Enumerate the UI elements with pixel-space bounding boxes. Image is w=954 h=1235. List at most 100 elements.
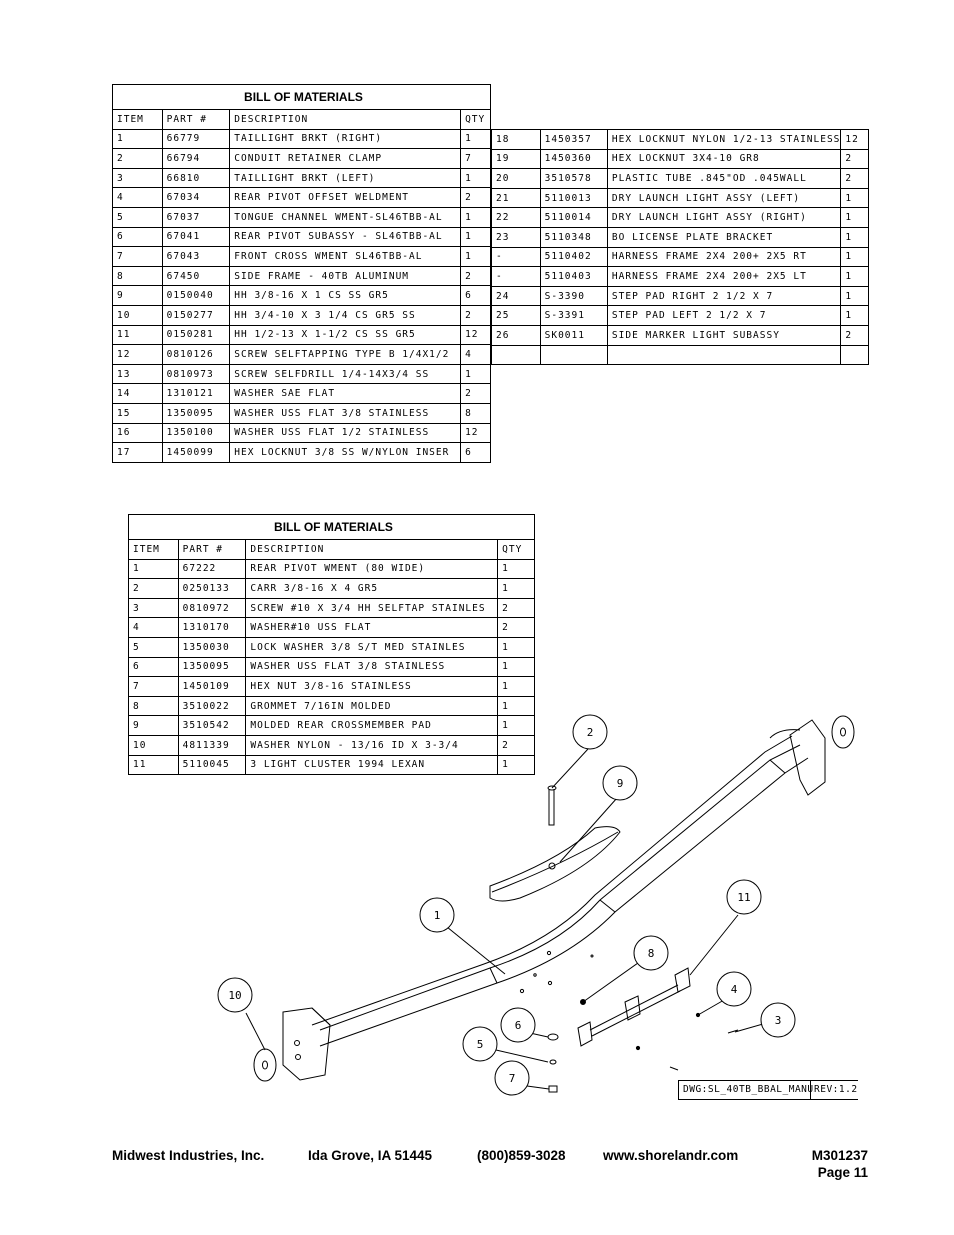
cell-description: REAR PIVOT WMENT (80 WIDE) xyxy=(245,558,499,580)
rev-label: REV:1.2 xyxy=(814,1081,858,1099)
cell-part-number: S-3391 xyxy=(539,305,608,326)
balloon-label: 4 xyxy=(731,983,738,996)
cell-qty: 1 xyxy=(460,363,491,385)
cell-description: WASHER#10 USS FLAT xyxy=(245,617,499,638)
footer-website[interactable]: www.shorelandr.com xyxy=(603,1148,739,1163)
cell-part-number: 3510578 xyxy=(539,168,608,189)
cell-item: 7 xyxy=(112,246,163,267)
cell-qty: 12 xyxy=(460,324,491,346)
cell-qty: 2 xyxy=(460,383,491,404)
drawing-number-box: DWG:SL_40TB_BBAL_MANUAL REV:1.2 xyxy=(678,1080,858,1100)
cell-part-number: 67034 xyxy=(161,187,231,208)
cell-qty: 6 xyxy=(460,442,491,463)
cell-description: HEX LOCKNUT 3/8 SS W/NYLON INSER xyxy=(229,442,462,463)
cell-qty: 12 xyxy=(460,422,491,444)
washer-uss-flat xyxy=(547,1033,559,1041)
cell-part-number: 5110403 xyxy=(539,266,608,287)
col-header-qty: QTY xyxy=(460,109,491,130)
cell-qty: 1 xyxy=(840,226,869,248)
cell-qty: 1 xyxy=(460,206,491,228)
cell-part-number: 0810972 xyxy=(177,597,247,619)
balloon-circle xyxy=(419,897,455,933)
cell-qty: 1 xyxy=(497,578,535,599)
dwg-label: DWG:SL_40TB_BBAL_MANUAL xyxy=(683,1084,827,1095)
cell-qty: 2 xyxy=(460,187,491,208)
cell-item: 13 xyxy=(112,363,163,385)
balloon-circle xyxy=(462,1026,498,1062)
cell-item: 6 xyxy=(112,226,163,248)
cell-description: BO LICENSE PLATE BRACKET xyxy=(606,226,842,248)
balloon-circle xyxy=(217,977,253,1013)
balloon-label: 11 xyxy=(737,891,750,904)
cell-qty: 1 xyxy=(497,558,535,580)
balloon-label: 7 xyxy=(509,1072,516,1085)
cell-description: SIDE MARKER LIGHT SUBASSY xyxy=(606,324,842,346)
cell-item: 4 xyxy=(112,187,163,208)
cell-description: SIDE FRAME - 40TB ALUMINUM xyxy=(229,265,462,287)
cell-description: REAR PIVOT OFFSET WELDMENT xyxy=(229,187,462,208)
cell-qty: 1 xyxy=(460,167,491,189)
cell-item: 8 xyxy=(112,265,163,287)
cell-description: HEX NUT 3/8-16 STAINLESS xyxy=(245,676,499,697)
cell-item: 20 xyxy=(491,168,541,189)
cell-item: 2 xyxy=(112,148,163,169)
cell-qty: 1 xyxy=(840,285,869,307)
lock-washer xyxy=(549,1059,557,1065)
balloon-circle xyxy=(633,935,669,971)
cell-description: STEP PAD RIGHT 2 1/2 X 7 xyxy=(606,285,842,307)
balloon-label: 8 xyxy=(648,947,655,960)
balloon-label: 10 xyxy=(228,989,241,1002)
hex-nut xyxy=(548,1085,558,1093)
cell-part-number: 5110014 xyxy=(539,207,608,228)
cell-qty: 2 xyxy=(497,597,535,619)
cell-description: LOCK WASHER 3/8 S/T MED STAINLES xyxy=(245,636,499,658)
nylon-washer xyxy=(253,1048,277,1082)
cell-item: 12 xyxy=(112,344,163,365)
balloon-circle xyxy=(494,1060,530,1096)
nylon-washer-hole xyxy=(262,1060,268,1070)
cell-description: REAR PIVOT SUBASSY - SL46TBB-AL xyxy=(229,226,462,248)
cell-qty: 8 xyxy=(460,402,491,424)
cell-item: 4 xyxy=(128,617,179,638)
cell-part-number: 0810126 xyxy=(161,344,231,365)
cell-part-number: 0150040 xyxy=(161,285,231,306)
cell-part-number: 1450099 xyxy=(161,442,231,463)
cell-qty: 2 xyxy=(840,148,869,170)
cell-part-number: 67450 xyxy=(161,265,231,287)
cell-part-number: 1350095 xyxy=(177,656,247,678)
bom-table-2: BILL OF MATERIALS ITEM PART # DESCRIPTIO… xyxy=(128,514,535,776)
cell-part-number: 67043 xyxy=(161,246,231,267)
cell-part-number: 1450109 xyxy=(177,676,247,697)
cell-item: 1 xyxy=(112,128,163,150)
cell-description: HH 3/8-16 X 1 CS SS GR5 xyxy=(229,285,462,306)
bom-header-row: ITEM PART # DESCRIPTION QTY xyxy=(128,539,535,560)
cell-item: 10 xyxy=(112,304,163,326)
leader-lines xyxy=(245,748,764,1090)
balloon-label: 5 xyxy=(477,1038,484,1051)
balloon-label: 6 xyxy=(515,1019,522,1032)
cell-qty: 1 xyxy=(840,246,869,268)
balloon-circle xyxy=(500,1007,536,1043)
cell-description: 3 LIGHT CLUSTER 1994 LEXAN xyxy=(245,754,499,776)
cell-description: STEP PAD LEFT 2 1/2 X 7 xyxy=(606,305,842,326)
cell-description: HARNESS FRAME 2X4 200+ 2X5 LT xyxy=(606,266,842,287)
cell-description: HEX LOCKNUT NYLON 1/2-13 STAINLESS xyxy=(606,129,842,150)
